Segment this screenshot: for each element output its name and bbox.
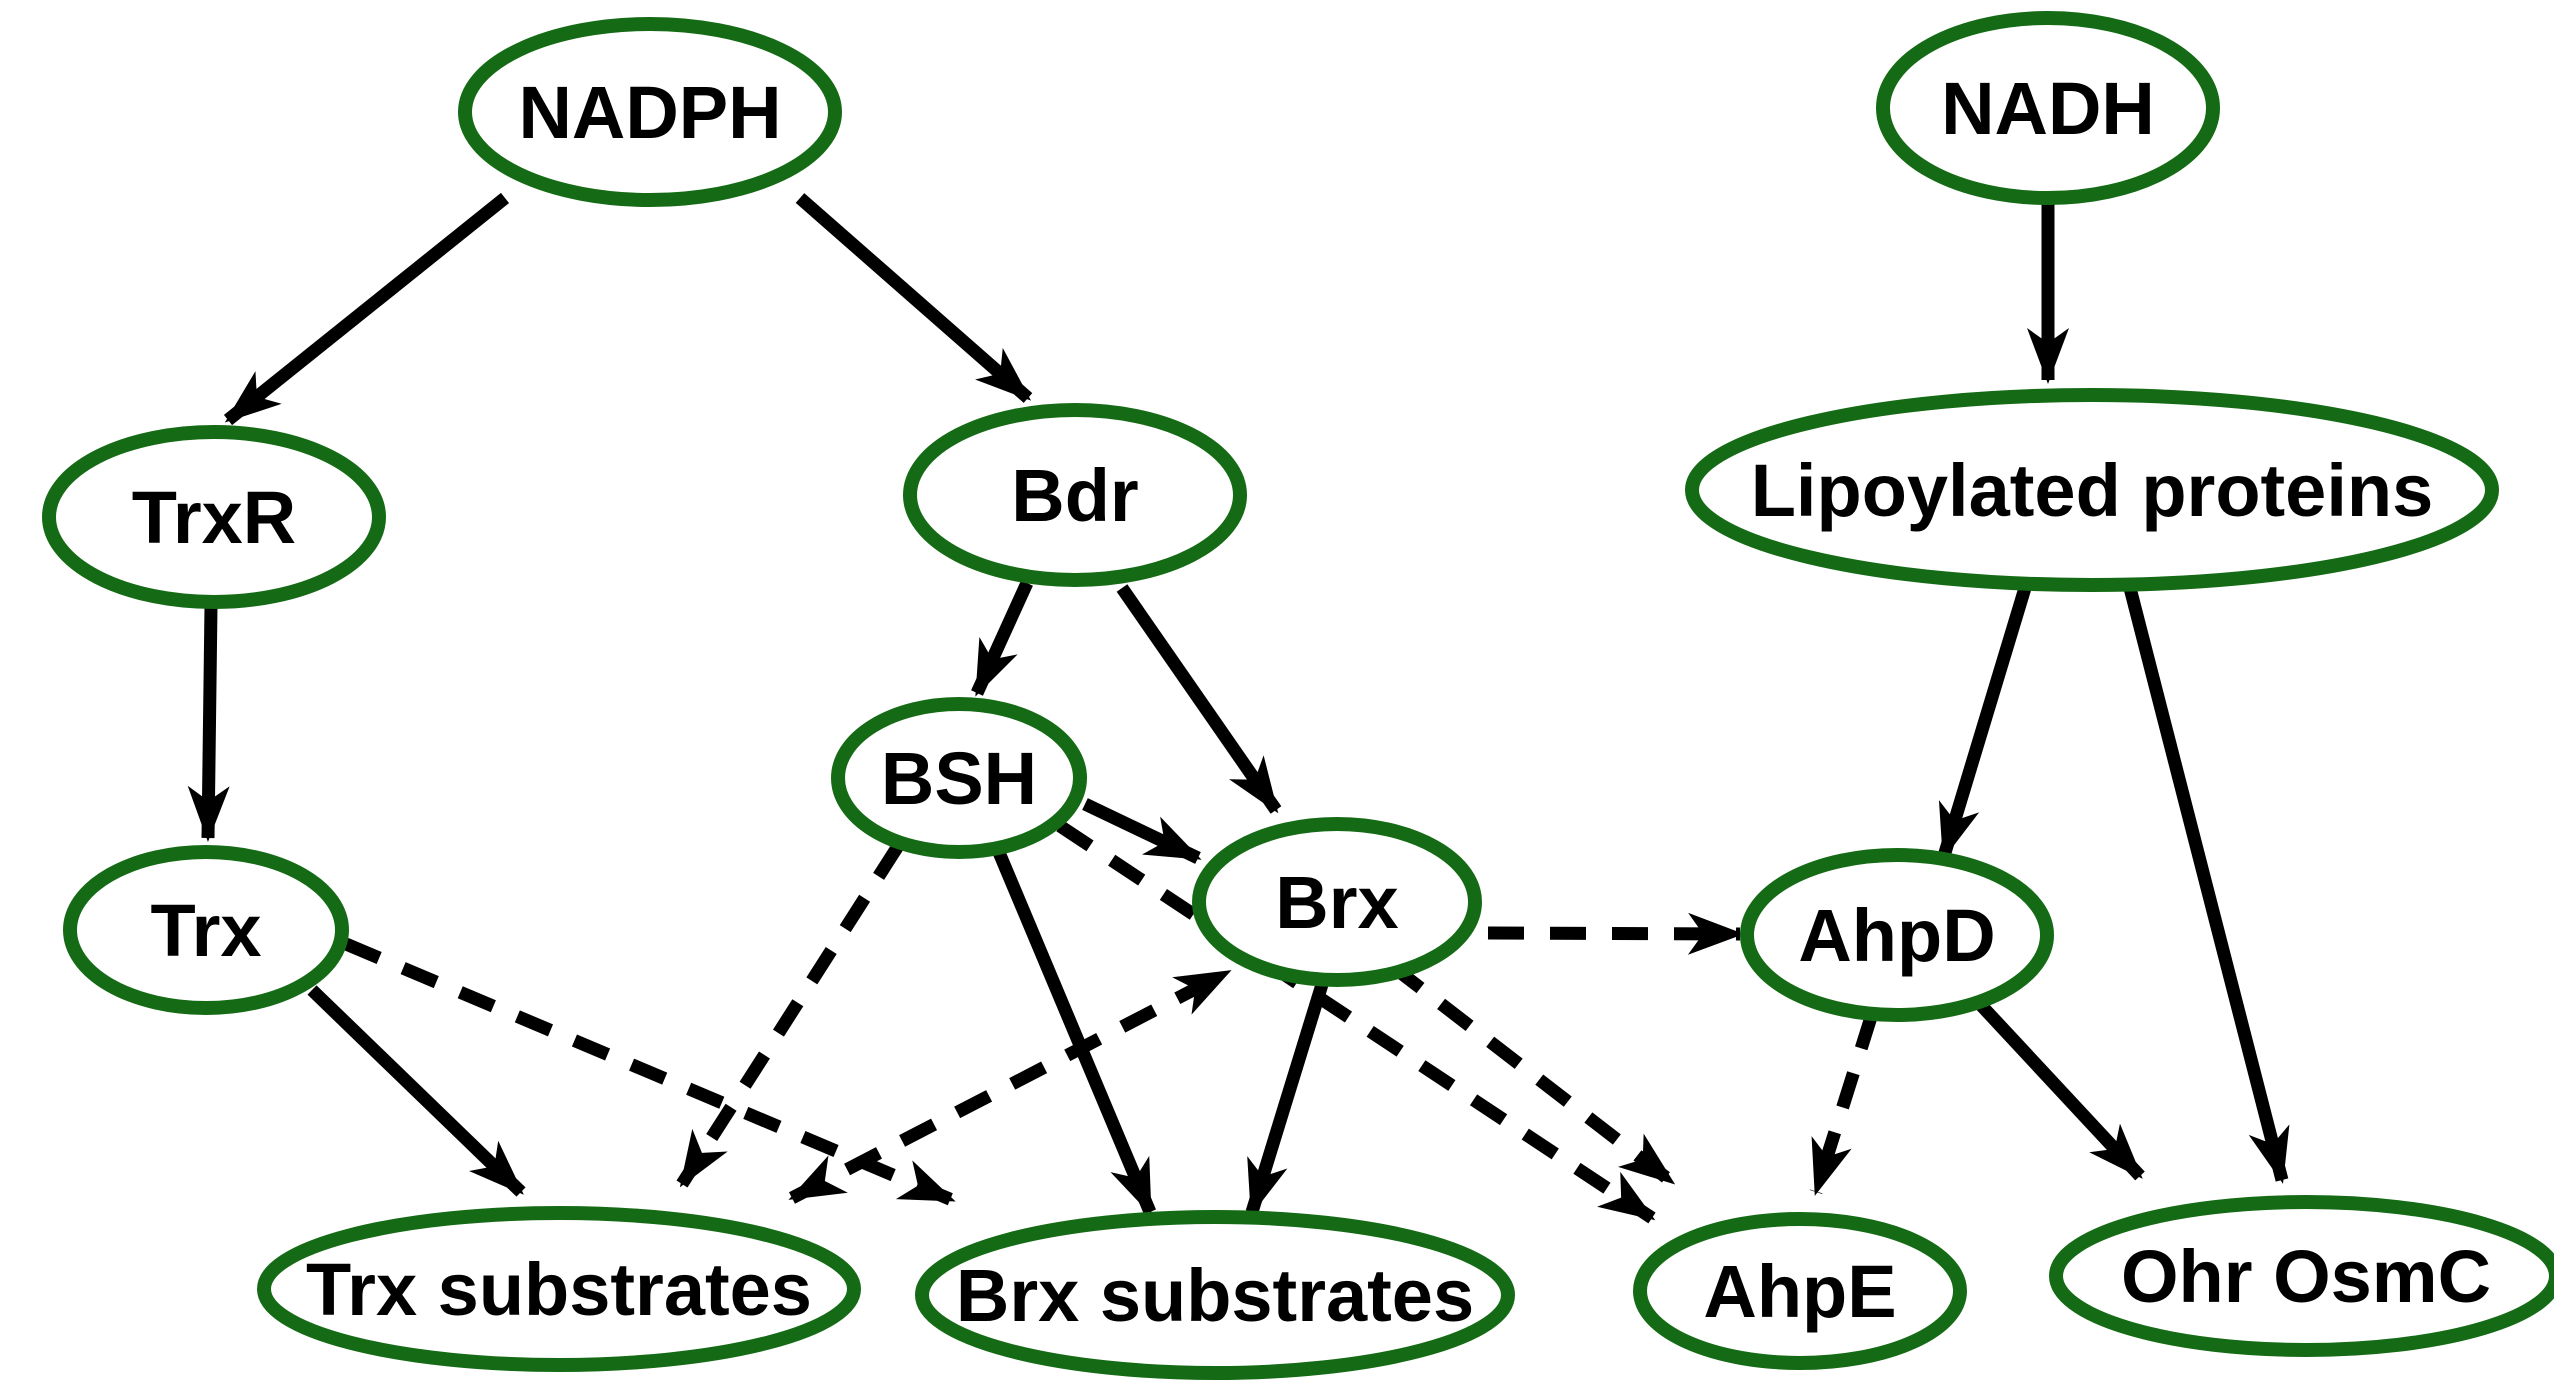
edge-ahpd-ahpe-dashed-arrow [1809, 1012, 1879, 1196]
node-ohr_osmc: Ohr OsmC [2049, 1195, 2554, 1357]
edge-lipoylated-ohrosmc-solid-arrow [2123, 586, 2290, 1184]
edge-bdr-bsh-solid-arrow [971, 580, 1033, 697]
node-ellipse-bsh [831, 697, 1087, 859]
edge-bsh-trxsub-dashed-arrow [676, 842, 904, 1188]
node-ellipse-bdr [903, 403, 1247, 587]
node-brx: Brx [1192, 817, 1482, 987]
node-ellipse-trx [63, 845, 349, 1015]
edge-ahpd-ohrosmc-solid-arrow [1975, 999, 2145, 1181]
node-ellipse-nadh [1876, 11, 2220, 205]
edge-trx-brxsub-dashed-arrow [343, 938, 956, 1206]
node-ahpe: AhpE [1633, 1212, 1967, 1370]
edge-lipoylated-ahpd-solid-arrow [1937, 586, 2032, 860]
node-ellipse-ahpd [1740, 848, 2054, 1022]
edges-layer [187, 192, 2290, 1224]
edge-nadph-bdr-solid-arrow [795, 193, 1033, 403]
node-nadh: NADH [1876, 11, 2220, 205]
node-label-trx_substrates: Trx substrates [306, 1248, 812, 1331]
edge-trxr-trx-solid-arrow [187, 605, 230, 842]
node-ellipse-brx_substrates [915, 1210, 1515, 1380]
node-label-brx_substrates: Brx substrates [956, 1254, 1474, 1337]
edge-nadph-trxr-solid-arrow [223, 192, 510, 426]
edge-brx-brxsub-solid-arrow [1245, 976, 1331, 1216]
node-trx: Trx [63, 845, 349, 1015]
edge-brx-ahpd-dashed-arrow [1487, 912, 1744, 955]
node-label-nadh: NADH [1941, 67, 2155, 150]
node-label-brx: Brx [1275, 861, 1398, 944]
node-label-bdr: Bdr [1011, 454, 1138, 537]
node-label-nadph: NADPH [518, 71, 781, 154]
node-ellipse-trxr [42, 425, 386, 609]
node-ahpd: AhpD [1740, 848, 2054, 1022]
edge-bsh-ahpe-dashed-arrow [1056, 820, 1656, 1224]
node-ellipse-brx [1192, 817, 1482, 987]
node-brx_substrates: Brx substrates [915, 1210, 1515, 1380]
node-trx_substrates: Trx substrates [257, 1206, 861, 1372]
node-ellipse-nadph [458, 17, 842, 207]
edge-bsh-brx-solid-arrow [1082, 798, 1202, 864]
node-label-lipoylated: Lipoylated proteins [1751, 449, 2434, 532]
node-ellipse-lipoylated [1685, 388, 2499, 592]
node-label-ahpd: AhpD [1798, 894, 1995, 977]
node-ellipse-ahpe [1633, 1212, 1967, 1370]
node-trxr: TrxR [42, 425, 386, 609]
node-label-trxr: TrxR [132, 476, 297, 559]
node-lipoylated: Lipoylated proteins [1685, 388, 2499, 592]
edge-trx-trxsub-solid-arrow [307, 985, 526, 1197]
node-ellipse-trx_substrates [257, 1206, 861, 1372]
node-label-bsh: BSH [881, 737, 1037, 820]
edge-bdr-brx-solid-arrow [1116, 584, 1282, 814]
node-label-ahpe: AhpE [1703, 1250, 1896, 1333]
node-bsh: BSH [831, 697, 1087, 859]
node-label-ohr_osmc: Ohr OsmC [2121, 1235, 2491, 1318]
edge-trxsub-brx-twoway-dashed-arrow [788, 966, 1232, 1204]
node-label-trx: Trx [150, 889, 261, 972]
node-nadph: NADPH [458, 17, 842, 207]
node-bdr: Bdr [903, 403, 1247, 587]
node-ellipse-ohr_osmc [2049, 1195, 2554, 1357]
